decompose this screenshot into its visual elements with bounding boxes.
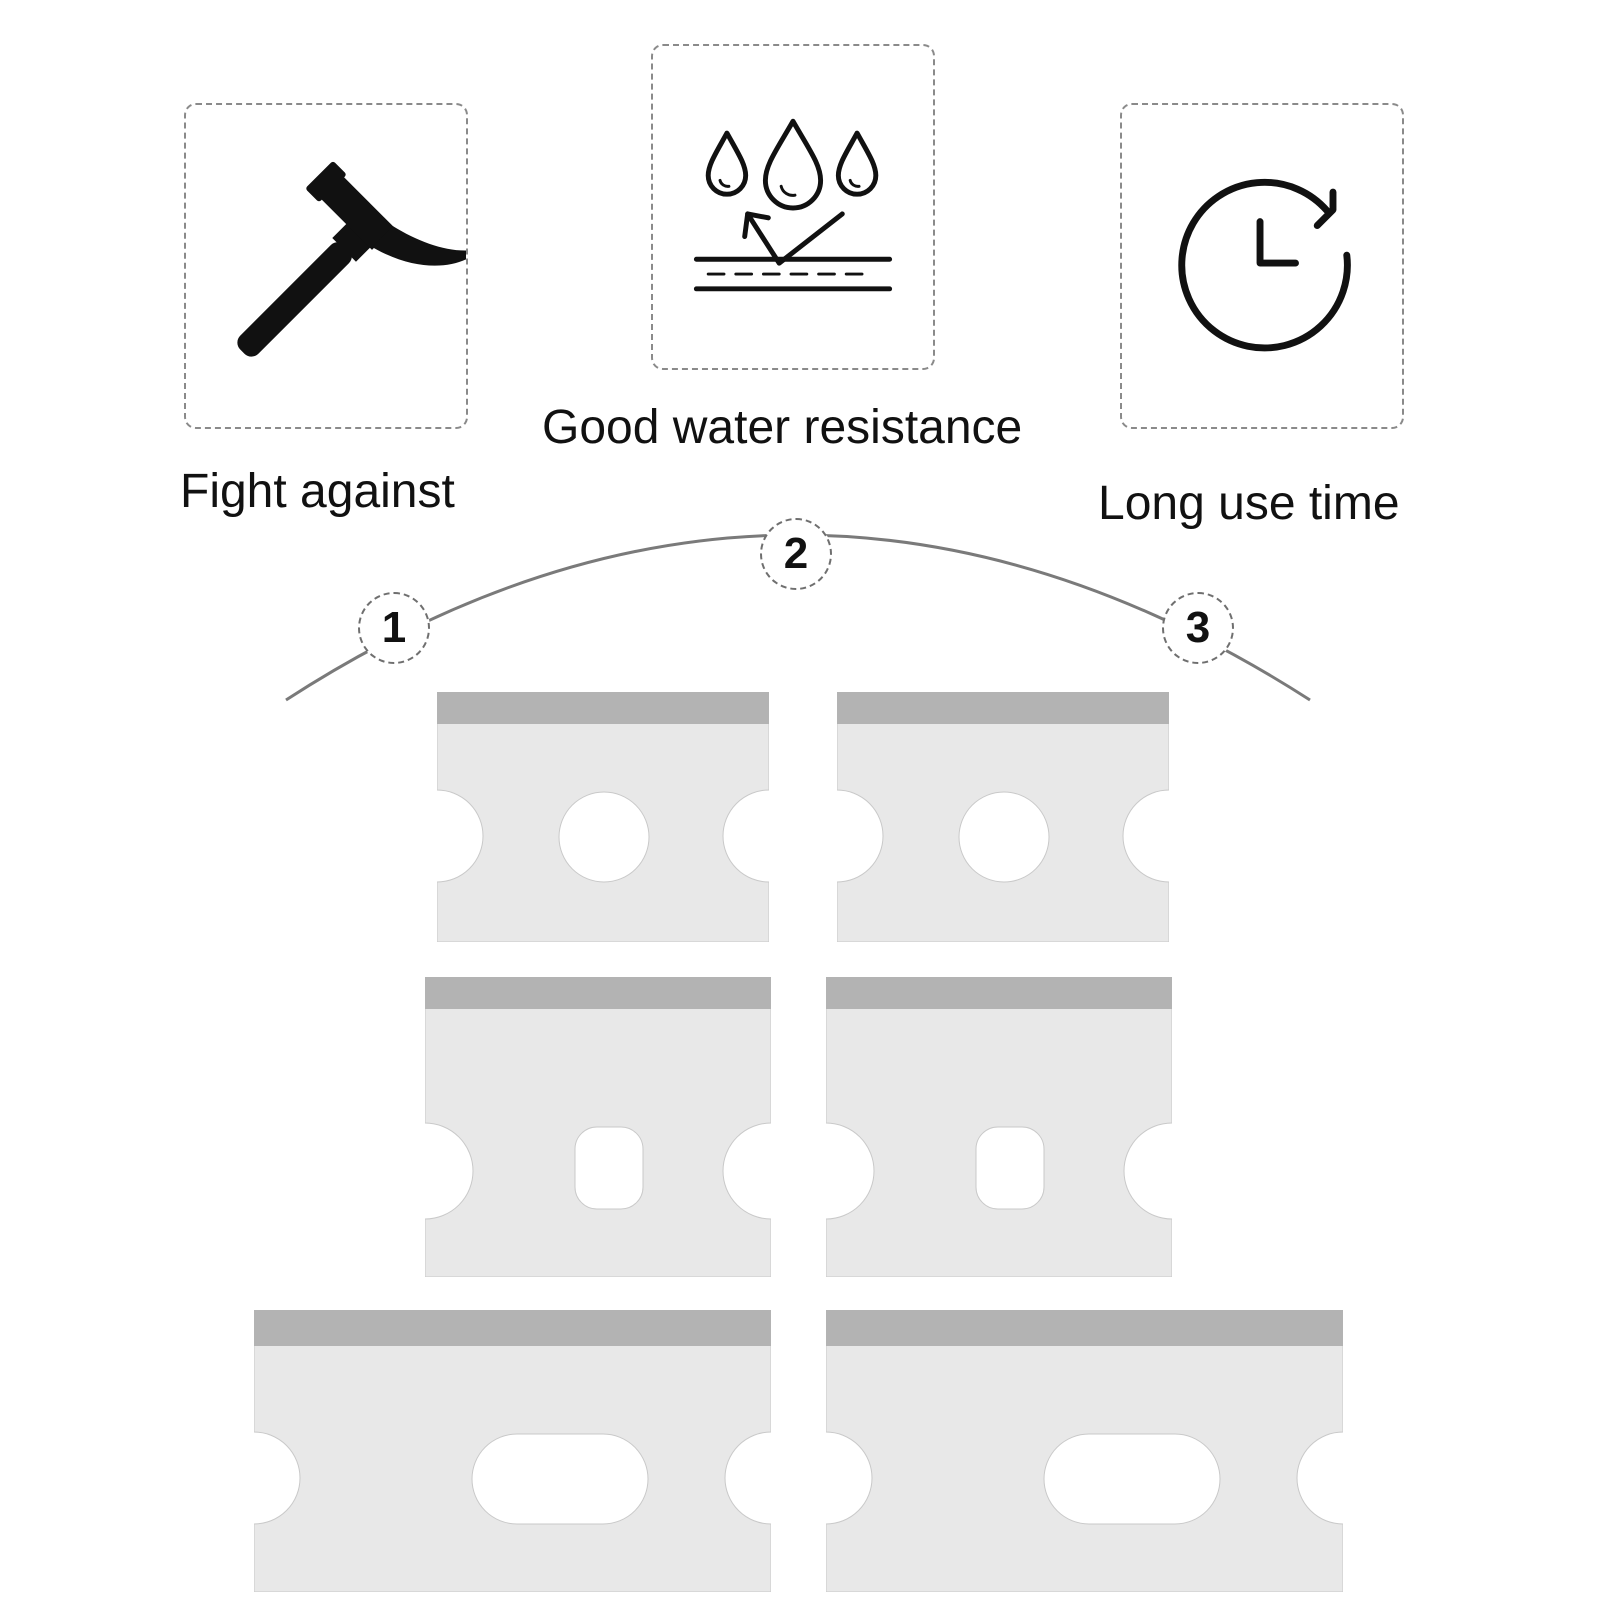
blade-slot-hole bbox=[826, 1310, 1343, 1592]
clock-refresh-icon bbox=[1178, 178, 1351, 352]
feature-label-fight: Fight against bbox=[180, 465, 455, 518]
feature-label-time: Long use time bbox=[1098, 477, 1400, 530]
feature-label-water: Good water resistance bbox=[542, 401, 1023, 454]
feature-box-fight bbox=[184, 103, 468, 429]
blade-square-hole bbox=[826, 977, 1172, 1277]
badge-3: 3 bbox=[1162, 592, 1234, 664]
blade-round-hole bbox=[437, 692, 769, 942]
water-drops-icon bbox=[693, 118, 893, 292]
blade-round-hole bbox=[837, 692, 1169, 942]
blade-square-hole bbox=[425, 977, 771, 1277]
feature-box-water bbox=[651, 44, 935, 370]
badge-2: 2 bbox=[760, 518, 832, 590]
badge-1: 1 bbox=[358, 592, 430, 664]
feature-box-time bbox=[1120, 103, 1404, 429]
hammer-icon bbox=[237, 161, 466, 357]
blade-slot-hole bbox=[254, 1310, 771, 1592]
